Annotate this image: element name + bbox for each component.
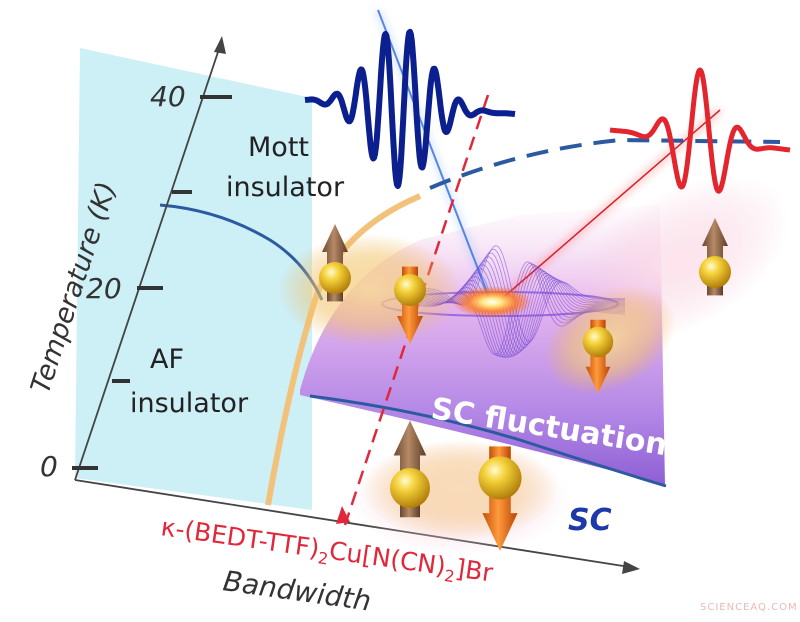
- x-axis: [74, 479, 637, 569]
- spin-up-electron-icon: [390, 420, 430, 518]
- compound-suffix: ]Br: [454, 554, 496, 588]
- af-label-line2: insulator: [130, 388, 249, 419]
- excitation-flash: [452, 286, 532, 318]
- x-axis-arrow: [622, 561, 640, 574]
- sc-label: SC: [568, 503, 612, 538]
- compound-line-arrow: [336, 506, 350, 524]
- mott-label-line2: insulator: [226, 172, 345, 203]
- light-pulse-icon: [608, 67, 792, 194]
- y-tick-40: 40: [150, 80, 186, 113]
- spin-down-electron-icon: [582, 319, 614, 394]
- probe-beam-glow: [374, 8, 494, 302]
- compound-sub2: 2: [443, 566, 456, 586]
- light-pulse-icon: [302, 28, 518, 189]
- watermark: SCIENCEAQ.COM: [700, 602, 798, 613]
- y-tick-20: 20: [86, 272, 122, 305]
- compound-prefix: κ-(BEDT-TTF): [159, 512, 321, 563]
- spin-up-electron-icon: [319, 224, 351, 302]
- x-axis-label: Bandwidth: [221, 564, 373, 617]
- y-tick-0: 0: [40, 450, 58, 483]
- fluctuation-onset-line: [429, 137, 781, 190]
- af-label-line1: AF: [150, 344, 184, 375]
- y-axis-arrow: [214, 36, 226, 54]
- y-axis: [74, 39, 223, 481]
- pair-halo-left: [278, 234, 462, 346]
- spin-down-electron-icon: [394, 266, 426, 344]
- sc-boundary-line: [309, 394, 667, 488]
- spin-up-electron-icon: [699, 218, 731, 296]
- spin-down-electron-icon: [478, 446, 522, 551]
- mott-label-line1: Mott: [248, 132, 309, 163]
- insulator-region: [75, 48, 312, 510]
- compound-sub1: 2: [317, 548, 330, 568]
